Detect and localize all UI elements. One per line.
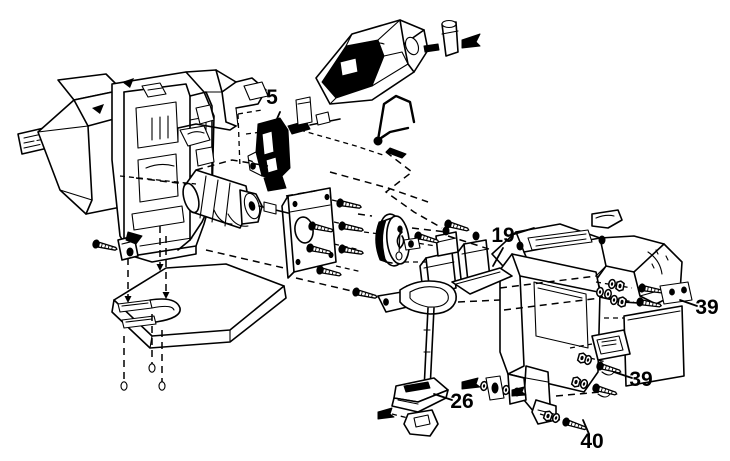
callout-19: 19 — [491, 224, 535, 267]
screw-fasteners — [304, 197, 365, 280]
washer-and-nut-set — [461, 375, 527, 401]
drive-gear-pulley — [363, 213, 437, 267]
callout-label: 40 — [580, 430, 603, 453]
vent-grille-cover — [569, 329, 631, 361]
wire-form-yoke — [373, 94, 443, 229]
callout-39-upper: 39 — [679, 296, 719, 319]
assembly-axis-lines — [120, 226, 170, 391]
retainer-clip — [591, 209, 623, 229]
callout-label: 5 — [266, 86, 278, 109]
side-cover-panel — [604, 305, 685, 387]
callout-label: 26 — [450, 390, 473, 413]
upper-motor-cover — [315, 19, 429, 105]
callout-label: 39 — [695, 296, 718, 319]
screw-fasteners — [570, 351, 623, 399]
callout-26: 26 — [433, 390, 474, 413]
callout-40: 40 — [580, 419, 604, 453]
brush-cap-plug — [423, 19, 481, 57]
electric-motor — [119, 169, 289, 229]
screw-fasteners — [595, 278, 693, 311]
assembly-arrow-marks — [92, 78, 134, 114]
construction-dashed-lines — [135, 129, 601, 397]
callout-5: 5 — [266, 86, 281, 131]
callout-39-lower: 39 — [613, 368, 653, 391]
callout-label: 39 — [629, 368, 652, 391]
end-block — [377, 407, 439, 437]
base-plate-shoe — [111, 263, 287, 349]
screw-fasteners — [539, 409, 589, 434]
left-bracket-screw — [90, 231, 143, 261]
left-housing-half — [37, 69, 269, 263]
callout-label: 19 — [491, 224, 514, 247]
t-handle-pull-rod — [399, 280, 457, 391]
trigger-switch-assembly — [237, 96, 341, 192]
